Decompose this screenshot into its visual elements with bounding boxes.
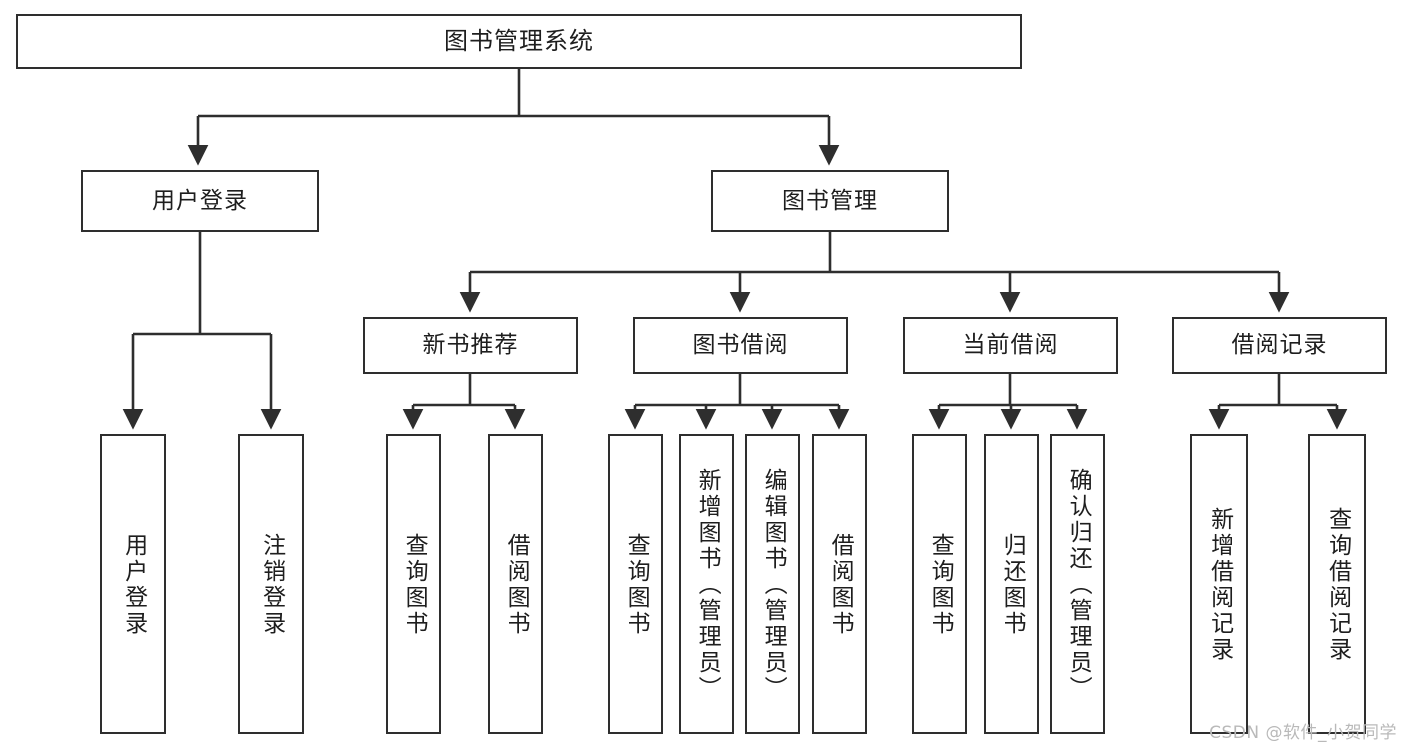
leaf-node-label: 查询借阅记录 — [1324, 507, 1351, 663]
leaf-node[interactable]: 查询图书 — [608, 434, 663, 734]
node-current-borrow[interactable]: 当前借阅 — [903, 317, 1118, 374]
leaf-node[interactable]: 借阅图书 — [812, 434, 867, 734]
node-user-login[interactable]: 用户登录 — [81, 170, 319, 232]
leaf-node-label: 注销登录 — [258, 533, 285, 637]
node-new-book-recommend-label: 新书推荐 — [422, 332, 519, 359]
leaf-node[interactable]: 确认归还（管理员） — [1050, 434, 1105, 734]
leaf-node-label: 查询图书 — [401, 533, 428, 637]
leaf-node-label: 归还图书 — [999, 533, 1026, 637]
leaf-node-label: 查询图书 — [927, 533, 954, 637]
leaf-node-label: 查询图书 — [623, 533, 650, 637]
node-book-borrow-label: 图书借阅 — [692, 332, 789, 359]
leaf-node[interactable]: 归还图书 — [984, 434, 1039, 734]
leaf-node[interactable]: 注销登录 — [238, 434, 304, 734]
node-borrow-record[interactable]: 借阅记录 — [1172, 317, 1387, 374]
leaf-node[interactable]: 新增图书（管理员） — [679, 434, 734, 734]
node-book-management-label: 图书管理 — [782, 187, 878, 214]
node-new-book-recommend[interactable]: 新书推荐 — [363, 317, 578, 374]
leaf-node[interactable]: 编辑图书（管理员） — [745, 434, 800, 734]
leaf-node-label: 新增借阅记录 — [1206, 507, 1233, 663]
leaf-node[interactable]: 查询借阅记录 — [1308, 434, 1366, 734]
leaf-node-label: 确认归还（管理员） — [1065, 468, 1092, 702]
leaf-node[interactable]: 查询图书 — [386, 434, 441, 734]
leaf-node[interactable]: 用户登录 — [100, 434, 166, 734]
leaf-node-label: 用户登录 — [120, 533, 147, 637]
node-book-borrow[interactable]: 图书借阅 — [633, 317, 848, 374]
leaf-node-label: 新增图书（管理员） — [694, 468, 721, 702]
leaf-node[interactable]: 查询图书 — [912, 434, 967, 734]
leaf-node-label: 借阅图书 — [827, 533, 854, 637]
node-user-login-label: 用户登录 — [152, 187, 248, 214]
node-borrow-record-label: 借阅记录 — [1231, 332, 1328, 359]
leaf-node-label: 借阅图书 — [503, 533, 530, 637]
node-current-borrow-label: 当前借阅 — [962, 332, 1059, 359]
leaf-node[interactable]: 借阅图书 — [488, 434, 543, 734]
node-root[interactable]: 图书管理系统 — [16, 14, 1022, 69]
leaf-node-label: 编辑图书（管理员） — [760, 468, 787, 702]
node-book-management[interactable]: 图书管理 — [711, 170, 949, 232]
node-root-label: 图书管理系统 — [444, 26, 594, 55]
leaf-node[interactable]: 新增借阅记录 — [1190, 434, 1248, 734]
